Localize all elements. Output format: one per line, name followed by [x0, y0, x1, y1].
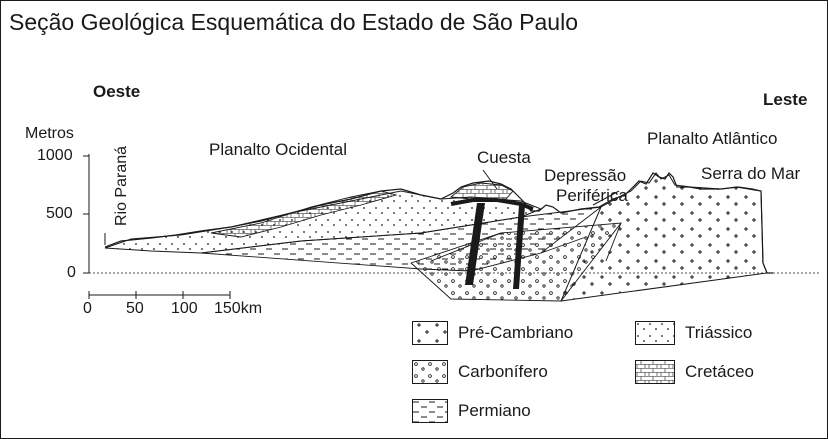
scale-tick-150km: 150km — [214, 300, 263, 317]
y-tick-1000: 1000 — [37, 147, 73, 164]
swatch-cretaceo — [635, 360, 675, 384]
depressao-label-1: Depressão — [544, 166, 627, 185]
depressao-label-2: Periférica — [556, 186, 628, 205]
cuesta-pointer — [482, 169, 498, 190]
swatch-triassico — [635, 321, 675, 345]
swatch-pre-cambriano — [412, 321, 448, 345]
planalto-ocidental-label: Planalto Ocidental — [209, 140, 347, 159]
serra-do-mar-label: Serra do Mar — [701, 164, 801, 183]
legend-item-pre-cambriano: Pré-Cambriano — [412, 321, 573, 345]
basalt-cap — [450, 198, 534, 211]
planalto-atlantico-label: Planalto Atlântico — [647, 129, 778, 148]
scale-tick-50: 50 — [126, 300, 144, 317]
scale-tick-0: 0 — [83, 300, 92, 317]
legend-item-triassico: Triássico — [635, 321, 752, 345]
y-axis — [83, 154, 90, 274]
topographic-profile — [104, 172, 773, 274]
legend-label: Carbonífero — [458, 362, 548, 381]
legend-item-permiano: Permiano — [412, 399, 531, 423]
legend-label: Cretáceo — [685, 362, 754, 381]
rio-parana-label: Rio Paraná — [113, 145, 130, 227]
legend-item-cretaceo: Cretáceo — [635, 360, 754, 384]
swatch-permiano — [412, 399, 448, 423]
y-tick-500: 500 — [46, 205, 73, 222]
west-label: Oeste — [93, 82, 141, 101]
scale-tick-100: 100 — [171, 300, 198, 317]
scale-bar — [88, 291, 231, 299]
east-label: Leste — [763, 90, 808, 109]
y-tick-0: 0 — [67, 264, 76, 281]
boundary-lines — [430, 222, 622, 262]
cuesta-label: Cuesta — [477, 148, 531, 167]
legend-label: Permiano — [458, 401, 531, 420]
legend-item-carbonifero: Carbonífero — [412, 360, 548, 384]
legend-label: Triássico — [685, 323, 753, 342]
dike-east — [513, 205, 525, 289]
swatch-carbonifero — [412, 360, 448, 384]
depressao-pointer — [592, 190, 620, 206]
y-axis-label: Metros — [25, 125, 74, 142]
diagram-title: Seção Geológica Esquemática do Estado de… — [9, 9, 578, 35]
legend-label: Pré-Cambriano — [458, 323, 574, 342]
dike-west — [465, 203, 485, 285]
